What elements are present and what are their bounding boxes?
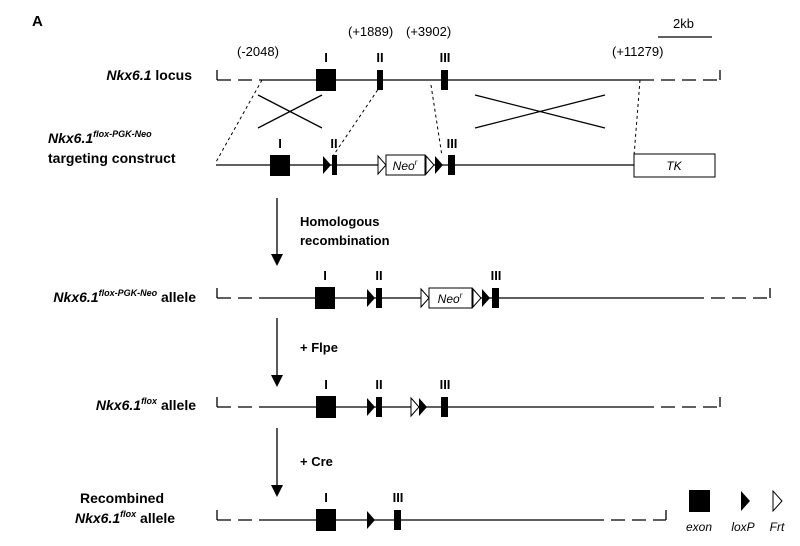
coord-plus-3902: (+3902) bbox=[406, 24, 451, 39]
construct-frt-2 bbox=[425, 154, 435, 176]
construct-loxp-1 bbox=[323, 156, 331, 174]
construct-loxp-2 bbox=[435, 156, 443, 174]
construct-exon-1-label: I bbox=[278, 136, 282, 151]
allele-neo-frt-2 bbox=[472, 287, 482, 309]
coord-plus-1889: (+1889) bbox=[348, 24, 393, 39]
panel-letter: A bbox=[32, 13, 43, 30]
construct-exon-2-label: II bbox=[330, 136, 337, 151]
allele-neo-exon-3-label: III bbox=[491, 268, 502, 283]
allele-neo-neo-box bbox=[428, 287, 473, 309]
coord-minus-2048: (-2048) bbox=[237, 44, 279, 59]
recombined-loxp bbox=[367, 511, 375, 529]
coord-plus-11279: (+11279) bbox=[612, 44, 663, 59]
arrow-cre bbox=[271, 428, 283, 497]
allele-neo-exon-2-label: II bbox=[375, 268, 382, 283]
allele-flox-loxp-2 bbox=[419, 398, 427, 416]
construct-tk-box bbox=[633, 153, 716, 178]
allele-flox-exon-2-label: II bbox=[375, 377, 382, 392]
recombined-label-line2: Nkx6.1flox allele bbox=[75, 509, 175, 526]
locus-exon-3-label: III bbox=[440, 50, 451, 65]
legend-loxp-label: loxP bbox=[731, 520, 754, 534]
legend-frt-label: Frt bbox=[770, 520, 785, 534]
locus-exon-3 bbox=[441, 70, 448, 90]
construct-exon-3-label: III bbox=[447, 136, 458, 151]
arrow-homologous bbox=[271, 198, 283, 266]
allele-neo-exon-2 bbox=[376, 288, 382, 308]
legend-loxp-swatch bbox=[741, 491, 750, 511]
scale-bar-label: 2kb bbox=[673, 16, 694, 31]
construct-exon-3 bbox=[448, 155, 455, 175]
legend: exon loxP Frt bbox=[686, 489, 785, 534]
allele-neo-loxp-2 bbox=[482, 289, 490, 307]
allele-flox-exon-3 bbox=[441, 397, 448, 417]
step-homologous-line1: Homologous bbox=[300, 214, 379, 229]
allele-flox-exon-1 bbox=[316, 396, 336, 418]
legend-exon-swatch bbox=[689, 490, 710, 512]
locus-label: Nkx6.1 locus bbox=[106, 67, 192, 83]
locus-exon-1 bbox=[316, 69, 336, 91]
construct-exon-2 bbox=[332, 155, 337, 175]
step-homologous-line2: recombination bbox=[300, 233, 390, 248]
locus-exon-2 bbox=[377, 70, 383, 90]
allele-neo-frt-1 bbox=[420, 287, 430, 309]
recombined-label-line1: Recombined bbox=[80, 490, 164, 506]
homology-lines bbox=[215, 79, 641, 163]
locus-track bbox=[216, 70, 721, 81]
allele-flox-track bbox=[216, 397, 721, 408]
step-cre: + Cre bbox=[300, 454, 333, 469]
allele-flox-exon-1-label: I bbox=[324, 377, 328, 392]
allele-neo-label: Nkx6.1flox-PGK-Neo allele bbox=[53, 288, 196, 305]
arrow-flpe bbox=[271, 318, 283, 387]
allele-flox-frt bbox=[410, 396, 420, 418]
recombined-exon-3-label: III bbox=[393, 490, 404, 505]
allele-flox-loxp-1 bbox=[367, 398, 375, 416]
crossover-marks bbox=[257, 94, 606, 129]
step-flpe: + Flpe bbox=[300, 340, 338, 355]
allele-neo-neo-label: Neor bbox=[438, 291, 463, 306]
legend-exon-label: exon bbox=[686, 520, 712, 534]
allele-neo-exon-3 bbox=[492, 288, 499, 308]
recombined-exon-3 bbox=[394, 510, 401, 530]
recombined-exon-1 bbox=[316, 509, 336, 531]
locus-exon-2-label: II bbox=[376, 50, 383, 65]
construct-exon-1 bbox=[270, 155, 290, 176]
allele-neo-exon-1 bbox=[315, 287, 335, 309]
allele-neo-exon-1-label: I bbox=[323, 268, 327, 283]
construct-neo-box bbox=[385, 154, 426, 176]
allele-neo-loxp-1 bbox=[367, 289, 375, 307]
construct-tk-label: TK bbox=[666, 159, 682, 173]
allele-flox-exon-3-label: III bbox=[440, 377, 451, 392]
recombined-exon-1-label: I bbox=[324, 490, 328, 505]
allele-flox-exon-2 bbox=[376, 397, 382, 417]
recombined-track bbox=[216, 510, 667, 521]
construct-label: Nkx6.1flox-PGK-Neo bbox=[48, 129, 152, 146]
construct-label-line2: targeting construct bbox=[48, 150, 176, 166]
locus-exon-1-label: I bbox=[324, 50, 328, 65]
allele-flox-label: Nkx6.1flox allele bbox=[96, 396, 196, 413]
construct-neo-label: Neor bbox=[393, 158, 418, 173]
construct-frt-1 bbox=[377, 154, 387, 176]
legend-frt-swatch bbox=[772, 489, 783, 513]
